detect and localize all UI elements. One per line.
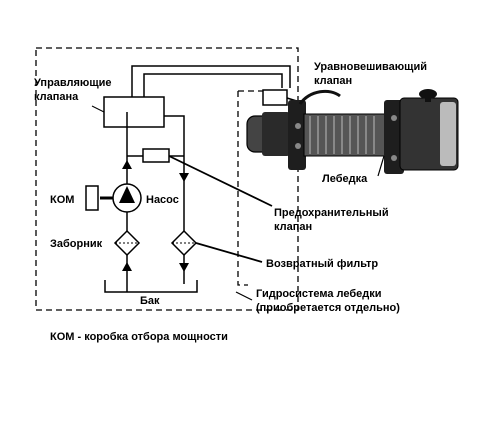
winch-label: Лебедка <box>322 173 368 185</box>
pto-block <box>85 185 99 211</box>
leader-winch <box>377 155 385 177</box>
leader-control-valve <box>91 105 105 113</box>
pipe-to-winch-outer <box>131 65 291 97</box>
winch-bolt <box>295 123 301 129</box>
flow-arrow-up-pump <box>122 160 132 169</box>
return-filter-label: Возвратный фильтр <box>266 258 379 270</box>
pump-station-boundary <box>35 47 299 311</box>
tank-label: Бак <box>140 295 160 307</box>
leader-safety-valve <box>168 155 273 207</box>
intake-label: Заборник <box>50 238 103 250</box>
winch-bolt-3 <box>391 115 397 121</box>
kom-label: КОМ <box>50 194 75 206</box>
footnote-label: КОМ - коробка отбора мощности <box>50 331 228 343</box>
pump-label: Насос <box>146 194 179 206</box>
pump-triangle <box>119 186 135 203</box>
winch-drawing <box>246 89 459 174</box>
flow-arrow-down-filter <box>179 263 189 272</box>
flow-arrow-up-intake <box>122 262 132 271</box>
winch-gearbox-face <box>440 102 456 166</box>
safety-valve-block <box>142 148 170 163</box>
control-valve-block <box>103 96 165 128</box>
winch-rope <box>309 116 375 154</box>
flow-arrow-down-return <box>179 173 189 182</box>
safety-valve-label: Предохранительный клапан <box>274 207 389 233</box>
hydrosystem-label: Гидросистема лебедки (приобретается отде… <box>256 288 400 314</box>
pipe-to-winch-inner <box>143 73 283 97</box>
winch-drum-end-left <box>288 100 306 170</box>
winch-bolt-2 <box>295 143 301 149</box>
balancing-valve-label: Уравновешивающий клапан <box>314 61 427 87</box>
winch-hoses <box>298 89 341 105</box>
balancing-valve-block <box>262 89 288 106</box>
winch-drum-end-right <box>384 100 404 174</box>
winch-clutch-stem <box>425 94 431 102</box>
winch-motor-flange <box>262 112 290 156</box>
winch-system-boundary <box>237 91 248 286</box>
leader-hydrosystem <box>235 291 253 301</box>
winch-bolt-4 <box>391 155 397 161</box>
leader-return-filter <box>195 242 263 263</box>
control-valve-label: Управляющие клапана <box>34 77 112 103</box>
tank-symbol <box>104 280 198 293</box>
